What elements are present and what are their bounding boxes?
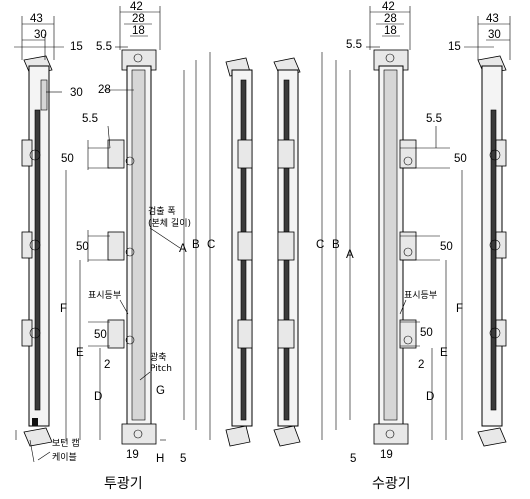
dim-50-left-c: 50 [94,329,107,341]
dim-5-5-right-top: 5.5 [346,39,362,51]
dim-19-left: 19 [126,449,139,461]
dim-30-right: 30 [488,29,501,41]
dim-18-right: 18 [384,25,397,37]
dim-5-5-left-top: 5.5 [96,41,112,53]
dim-18-left: 18 [132,25,145,37]
dim-43-left: 43 [30,13,43,25]
emitter-annotations: 검출 폭 (본체 길이) 표시등부 광축 Pitch 보턴 캡 케이블 투광기 [37,205,191,492]
detection-width-label-line1: 검출 폭 [148,205,176,217]
dim-B-left: B [192,239,200,251]
dim-50-left-a: 50 [61,153,74,165]
dim-F-left: F [60,303,67,315]
dim-5-5-right-mid: 5.5 [426,113,442,125]
dim-28-left-b: 28 [98,84,111,96]
dim-2-right: 2 [418,359,424,371]
dim-50-right-b: 50 [440,241,453,253]
optical-axis-label-line1: 광축 [150,351,167,363]
emitter-side-dims: 43 30 15 30 [14,13,83,99]
dim-H-left: H [156,453,164,465]
middle-side-views [225,57,301,447]
dim-30-left-b: 30 [70,87,83,99]
dim-G-left: G [156,385,165,397]
dim-28-left: 28 [132,13,145,25]
dim-A-left: A [179,243,187,255]
dim-B-right: B [332,239,340,251]
emitter-caption: 투광기 [104,476,143,492]
cable-label-line1: 보턴 캡 [52,437,80,449]
emitter-side-view [15,55,53,463]
receiver-caption: 수광기 [372,476,411,492]
emitter-front-dims: 42 28 18 5.5 28 5.5 50 50 50 2 19 5 F E … [60,1,215,465]
dim-2-left: 2 [104,359,110,371]
dim-50-left-b: 50 [76,241,89,253]
receiver-side-view [477,55,507,447]
dim-D-left: D [94,391,102,403]
optical-axis-label-line2: Pitch [150,364,172,374]
dim-30-left: 30 [34,29,47,41]
emitter-front-view [107,49,157,445]
dim-E-right: E [440,347,448,359]
dim-E-left: E [76,347,84,359]
receiver-front-view [373,49,417,445]
indicator-label-right: 표시등부 [404,290,437,301]
dim-50-right-a: 50 [454,153,467,165]
dim-15-right: 15 [448,41,461,53]
receiver-side-dims: 43 30 15 [448,13,511,60]
dim-D-right: D [426,391,434,403]
dim-F-right: F [456,303,463,315]
dim-5-5-left-mid: 5.5 [82,113,98,125]
dim-5-right: 5 [350,453,356,465]
cable-label-line2: 케이블 [52,452,77,463]
dim-15-left: 15 [70,41,83,53]
dim-50-right-c: 50 [420,327,433,339]
dim-43-right: 43 [486,13,499,25]
dim-5-left: 5 [180,453,186,465]
indicator-label-left: 표시등부 [88,290,121,301]
dim-C-right: C [316,239,324,251]
dim-28-right: 28 [384,13,397,25]
receiver-front-dims: 42 28 18 5.5 5.5 50 50 50 2 19 5 C B A D… [316,1,467,492]
dim-A-right: A [346,249,354,261]
detection-width-label-line2: (본체 길이) [148,218,191,229]
dim-42-left: 42 [130,1,143,13]
dim-19-right: 19 [380,449,393,461]
dim-42-right: 42 [382,1,395,13]
dim-C-left: C [207,239,215,251]
